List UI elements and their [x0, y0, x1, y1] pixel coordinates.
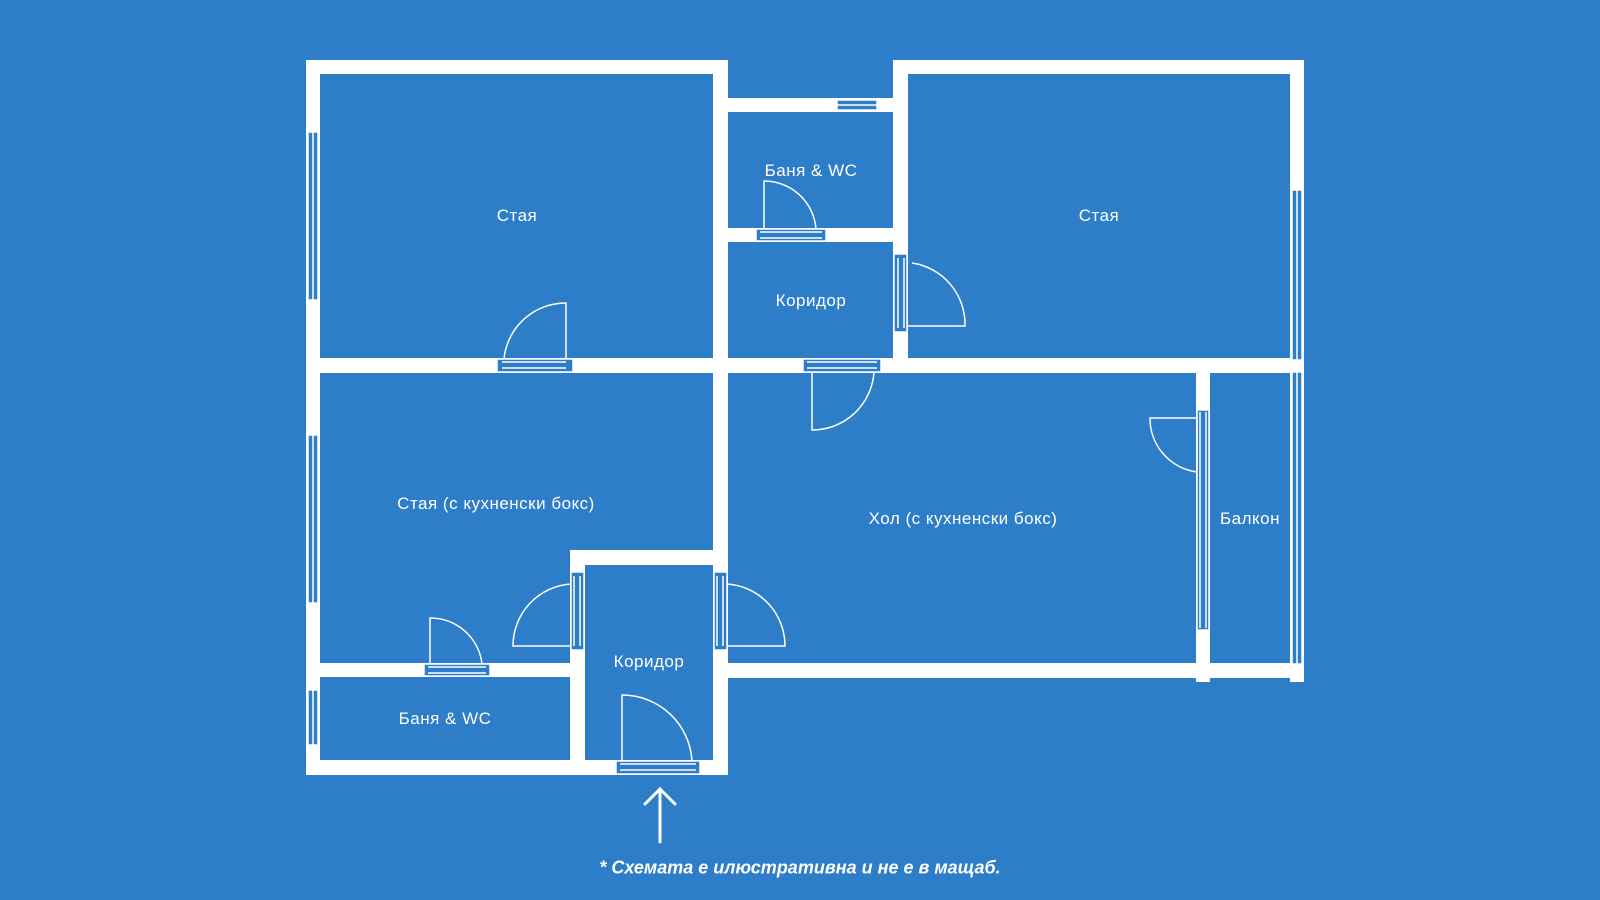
room-label-balcony: Балкон: [1219, 509, 1281, 528]
room-label-top-left: Стая: [496, 206, 538, 225]
room-label-corridor-top: Коридор: [775, 291, 847, 310]
doors: [423, 180, 1210, 775]
room-label-top-right: Стая: [1078, 206, 1120, 225]
room-label-kitchen-room: Стая (с кухненски бокс): [397, 494, 595, 513]
up-arrow-icon: [643, 786, 677, 844]
windows: [307, 99, 1303, 746]
room-label-bath-bottom: Баня & WC: [398, 709, 492, 728]
room-label-living: Хол (с кухненски бокс): [868, 509, 1058, 528]
disclaimer-note: * Схемата е илюстративна и не е в мащаб.: [599, 857, 1001, 878]
room-label-bath-top: Баня & WC: [764, 161, 858, 180]
room-label-corridor-bottom: Коридор: [613, 652, 685, 671]
